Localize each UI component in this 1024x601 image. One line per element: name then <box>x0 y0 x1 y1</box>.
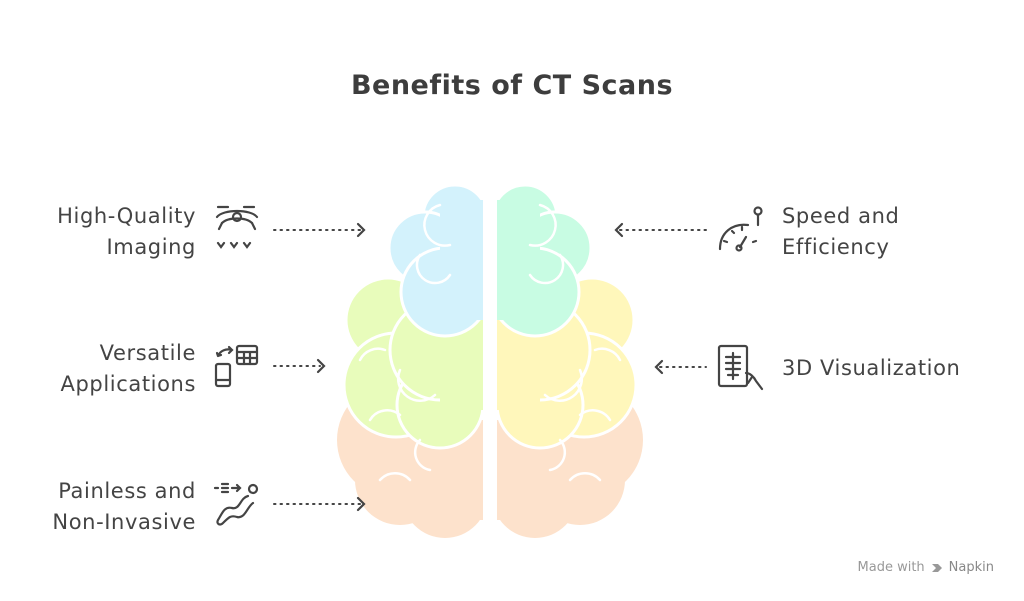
label-line: Imaging <box>106 235 196 259</box>
devices-exchange-icon <box>214 344 259 388</box>
label-line: Efficiency <box>782 235 890 259</box>
benefit-3d-visualization: 3D Visualization <box>782 353 960 384</box>
label-line: 3D Visualization <box>782 356 961 380</box>
label-line: Speed and <box>782 204 900 228</box>
benefit-versatile-applications: Versatile Applications <box>61 338 196 400</box>
label-line: Versatile <box>99 341 196 365</box>
benefit-speed-efficiency: Speed and Efficiency <box>782 201 899 263</box>
arrow-to-brain <box>273 358 326 374</box>
diagram-title: Benefits of CT Scans <box>350 70 674 101</box>
arrow-to-brain <box>273 222 366 238</box>
xray-scan-icon <box>717 344 764 391</box>
benefit-painless-non-invasive: Painless and Non-Invasive <box>52 476 196 538</box>
smooth-path-icon <box>213 482 259 526</box>
napkin-logo-icon <box>931 563 942 572</box>
footer-attribution: Made with Napkin <box>858 560 994 575</box>
label-line: High-Quality <box>57 204 196 228</box>
made-with-text: Made with <box>857 560 925 575</box>
eye-scan-icon <box>215 205 259 249</box>
arrow-to-brain <box>614 222 707 238</box>
label-line: Applications <box>60 372 196 396</box>
napkin-brand: Napkin <box>948 560 994 575</box>
speedometer-icon <box>718 206 763 252</box>
label-line: Non-Invasive <box>52 510 196 534</box>
benefit-high-quality-imaging: High-Quality Imaging <box>57 201 196 263</box>
label-line: Painless and <box>58 479 196 503</box>
arrow-to-brain <box>654 359 707 375</box>
arrow-to-brain <box>273 496 366 512</box>
